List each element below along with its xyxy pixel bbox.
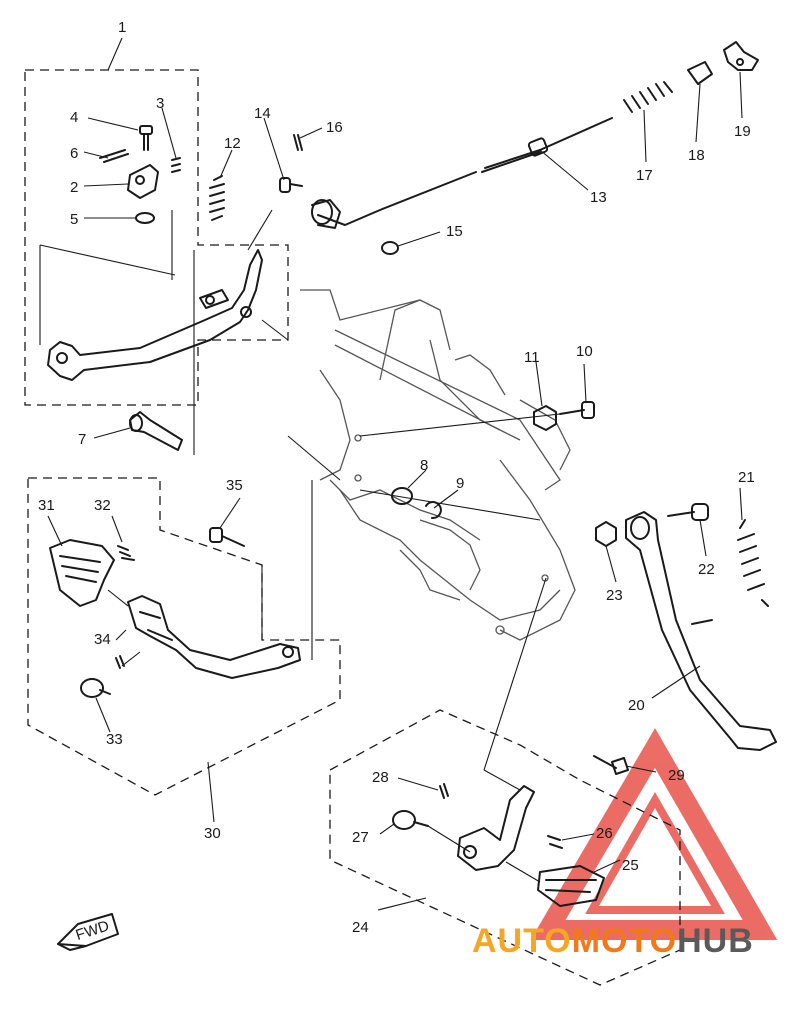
watermark-text: AUTOMOTOHUB: [472, 922, 754, 961]
label-22: 22: [698, 561, 715, 578]
label-13: 13: [590, 189, 607, 206]
nut-18: [687, 61, 713, 85]
label-4: 4: [70, 109, 78, 126]
nut-23: [595, 521, 617, 547]
label-19: 19: [734, 123, 751, 140]
watermark-auto: AUTO: [472, 922, 572, 960]
label-27: 27: [352, 829, 369, 846]
brake-rod-13: [317, 117, 613, 226]
footpeg-25: [537, 865, 605, 907]
cotter-6: [99, 149, 129, 163]
spring-26: [547, 835, 563, 849]
label-12: 12: [224, 135, 241, 152]
label-29: 29: [668, 767, 685, 784]
footpeg-31: [49, 539, 115, 607]
label-17: 17: [636, 167, 653, 184]
label-30: 30: [204, 825, 221, 842]
label-6: 6: [70, 145, 78, 162]
label-26: 26: [596, 825, 613, 842]
part-labels: 1 2 3 4 5 6 7 8 9 10 11 12 13 14 15 16 1…: [38, 19, 755, 936]
bolt-35: [209, 527, 245, 547]
label-3: 3: [156, 95, 164, 112]
cotter-16: [293, 134, 303, 151]
label-8: 8: [420, 457, 428, 474]
spring-12: [209, 175, 225, 221]
label-9: 9: [456, 475, 464, 492]
watermark-logo: [530, 728, 778, 940]
label-33: 33: [106, 731, 123, 748]
fwd-arrow: FWD: [57, 913, 119, 951]
rod-joint: [311, 199, 341, 229]
label-11: 11: [524, 349, 540, 366]
nut-11: [533, 405, 557, 431]
group-box-30: [27, 477, 341, 796]
footrest-bracket-30: [127, 595, 301, 679]
watermark-hub: HUB: [677, 922, 754, 960]
bolt-7: [129, 411, 183, 451]
label-35: 35: [226, 477, 243, 494]
cotter-34: [115, 655, 125, 669]
adjuster-19: [723, 41, 759, 71]
bolt-14: [279, 177, 303, 193]
frame-outline: [300, 289, 576, 641]
cotter-28: [439, 783, 449, 799]
fwd-label: FWD: [74, 917, 112, 944]
label-21: 21: [738, 469, 755, 486]
clip-9: [425, 501, 442, 520]
label-31: 31: [38, 497, 55, 514]
clevis-2: [127, 164, 159, 199]
spring-17: [623, 81, 673, 113]
pin-27: [392, 810, 429, 830]
label-10: 10: [576, 343, 593, 360]
bolt-22: [667, 503, 709, 521]
footrest-24: [457, 785, 535, 871]
label-25: 25: [622, 857, 639, 874]
label-28: 28: [372, 769, 389, 786]
label-34: 34: [94, 631, 111, 648]
label-32: 32: [94, 497, 111, 514]
pin-33: [80, 678, 111, 698]
label-2: 2: [70, 179, 78, 196]
label-1: 1: [118, 19, 126, 36]
side-stand-20: [625, 511, 777, 751]
label-7: 7: [78, 431, 86, 448]
leader-lines: [39, 37, 743, 911]
label-16: 16: [326, 119, 343, 136]
pin-4: [139, 125, 153, 151]
brake-pedal: [47, 249, 263, 381]
label-24: 24: [352, 919, 369, 936]
washer-8: [391, 487, 413, 505]
washer-5: [135, 212, 155, 224]
watermark-moto: MOTO: [571, 922, 678, 960]
label-5: 5: [70, 211, 78, 228]
stand-pin: [691, 619, 713, 625]
bolt-29: [593, 755, 629, 775]
label-15: 15: [446, 223, 463, 240]
label-20: 20: [628, 697, 645, 714]
label-23: 23: [606, 587, 623, 604]
label-14: 14: [254, 105, 271, 122]
spring-32: [117, 545, 135, 561]
label-18: 18: [688, 147, 705, 164]
spring-21: [737, 519, 769, 607]
group-box-24: [329, 709, 681, 986]
bolt-10: [559, 401, 595, 419]
spring-pin-3: [171, 157, 181, 173]
washer-15: [381, 241, 399, 255]
